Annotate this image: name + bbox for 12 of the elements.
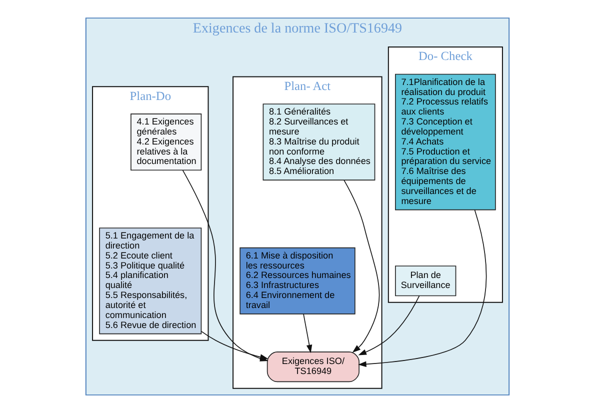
node-box: 8.1 Généralités 8.2 Surveillances et mesure 8.3 Maîtrise du produit non conforme 8.4 Analyse des données 8.5 Amélioration <box>262 104 376 180</box>
node-box: 6.1 Mise à disposition les ressources 6.2 Ressources humaines 6.3 Infrastructures 6.4 Environnement de travail <box>240 247 356 314</box>
arrow <box>358 296 420 356</box>
arrow <box>358 210 487 368</box>
node-box: 4.1 Exigences générales 4.2 Exigences relatives à la documentation <box>130 114 202 171</box>
arrow <box>201 331 268 360</box>
arrow <box>344 180 380 353</box>
node-box: Plan de Surveillance <box>395 266 456 296</box>
node-box: Exigences ISO/ TS16949 <box>266 352 360 382</box>
arrow <box>303 314 312 354</box>
node-box: 7.1Planification de la réalisation du produit 7.2 Processus relatifs aux clients 7.3 Conception et développement 7.4 Achats 7.5 Production et préparation du service 7.6 Maîtrise des équipements de surveillances et de mesure <box>395 74 496 210</box>
node-box: 5.1 Engagement de la direction 5.2 Ecoute client 5.3 Politique qualité 5.4 planification qualité 5.5 Responsabilités, autorité et communication 5.6 Revue de direction <box>99 228 202 334</box>
